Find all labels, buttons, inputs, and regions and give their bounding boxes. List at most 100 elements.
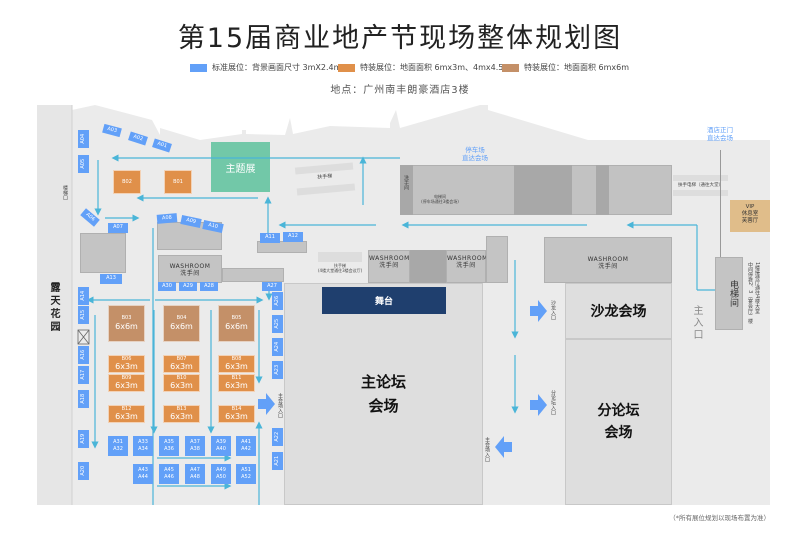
washroom-label: WASHROOM xyxy=(369,255,410,262)
elevator-label: 电梯间 xyxy=(728,280,738,307)
parking-label: 停车场 直达会场 xyxy=(462,146,488,163)
booth-a11[interactable]: A11 xyxy=(260,233,280,243)
legend-label: 标准展位：背景画面尺寸 3mX2.4m xyxy=(212,63,342,72)
booth-label: A43 xyxy=(138,466,148,473)
booth-a05[interactable]: A05 xyxy=(78,155,89,173)
booth-size: 6x3m xyxy=(170,412,193,422)
sub-forum-hall: 分论坛 会场 xyxy=(565,339,672,505)
booth-a23[interactable]: A23 xyxy=(272,361,283,379)
booth-label: A37 xyxy=(190,438,200,445)
booth-id: B06 xyxy=(121,355,132,362)
booth-a21[interactable]: A21 xyxy=(272,452,283,470)
booth-label: A29 xyxy=(183,282,193,289)
booth-label: A51 xyxy=(241,466,251,473)
booth-label: A47 xyxy=(190,466,200,473)
legend-standard: 标准展位：背景画面尺寸 3mX2.4m xyxy=(190,62,341,73)
booth-label: A11 xyxy=(265,234,275,241)
escalator-lobby: 扶手电梯（通往大堂） xyxy=(673,175,728,197)
booth-label: A13 xyxy=(106,275,116,282)
booth-id: B13 xyxy=(176,405,187,412)
booth-a30[interactable]: A30 xyxy=(158,282,176,291)
legend-special-large: 特装展位：地面面积 6mx6m xyxy=(502,62,629,73)
booth-a19[interactable]: A19 xyxy=(78,430,89,448)
booth-a29[interactable]: A29 xyxy=(179,282,197,291)
booth-a26[interactable]: A26 xyxy=(272,292,283,310)
booth-a20[interactable]: A20 xyxy=(78,462,89,480)
elevator-room: 电梯间 xyxy=(715,257,743,330)
booth-label: A22 xyxy=(273,432,280,442)
main-forum-entry-label: 主会场入口 xyxy=(277,393,283,418)
booth-label: A01 xyxy=(156,140,168,150)
booth-a24[interactable]: A24 xyxy=(272,338,283,356)
sub-forum-entry-label: 分论坛入口 xyxy=(550,390,556,415)
booth-id: B14 xyxy=(231,405,242,412)
structure xyxy=(222,268,284,282)
booth-id: B07 xyxy=(176,355,187,362)
booth-size: 6x3m xyxy=(115,412,138,422)
booth-a22[interactable]: A22 xyxy=(272,428,283,446)
booth-id: B11 xyxy=(231,374,242,381)
booth-a04[interactable]: A04 xyxy=(78,130,89,148)
booth-label: A48 xyxy=(190,474,200,480)
booth-a16[interactable]: A16 xyxy=(78,346,89,364)
booth-a07[interactable]: A07 xyxy=(108,223,128,233)
booth-label: A16 xyxy=(79,350,86,360)
booth-label: A15 xyxy=(79,310,86,320)
booth-label: A45 xyxy=(164,466,174,473)
booth-a15[interactable]: A15 xyxy=(78,306,89,324)
booth-size: 6x6m xyxy=(115,321,138,331)
vip-room: VIP 休息室 芙蓉厅 xyxy=(730,200,770,232)
booth-label: A52 xyxy=(241,474,251,480)
structure xyxy=(80,233,126,273)
booth-a18[interactable]: A18 xyxy=(78,390,89,408)
booth-a13[interactable]: A13 xyxy=(100,274,122,284)
booth-b01[interactable]: B01 xyxy=(164,170,192,194)
booth-label: A36 xyxy=(164,446,174,452)
booth-label: A34 xyxy=(138,446,148,452)
main-forum-hall: 主论坛 会场 xyxy=(284,283,483,505)
booth-a17[interactable]: A17 xyxy=(78,366,89,384)
booth-size: 6x3m xyxy=(115,381,138,391)
booth-label: A44 xyxy=(138,474,148,480)
booth-a25[interactable]: A25 xyxy=(272,315,283,333)
booth-b02[interactable]: B02 xyxy=(113,170,141,194)
booth-label: A46 xyxy=(164,474,174,480)
booth-a28[interactable]: A28 xyxy=(200,282,218,291)
stage: 舞台 xyxy=(322,287,446,314)
booth-label: A24 xyxy=(273,342,280,352)
booth-size: 6x3m xyxy=(225,412,248,422)
booth-a12[interactable]: A12 xyxy=(283,232,303,242)
booth-id: B03 xyxy=(121,315,132,322)
booth-a14[interactable]: A14 xyxy=(78,287,89,305)
booth-label: A02 xyxy=(132,133,144,143)
hotel-gate-label: 酒店正门 直达会场 xyxy=(707,126,733,143)
escalator: 扶手梯 xyxy=(294,162,356,196)
booth-a08[interactable]: A08 xyxy=(156,213,178,224)
booth-a27[interactable]: A27 xyxy=(262,282,282,291)
